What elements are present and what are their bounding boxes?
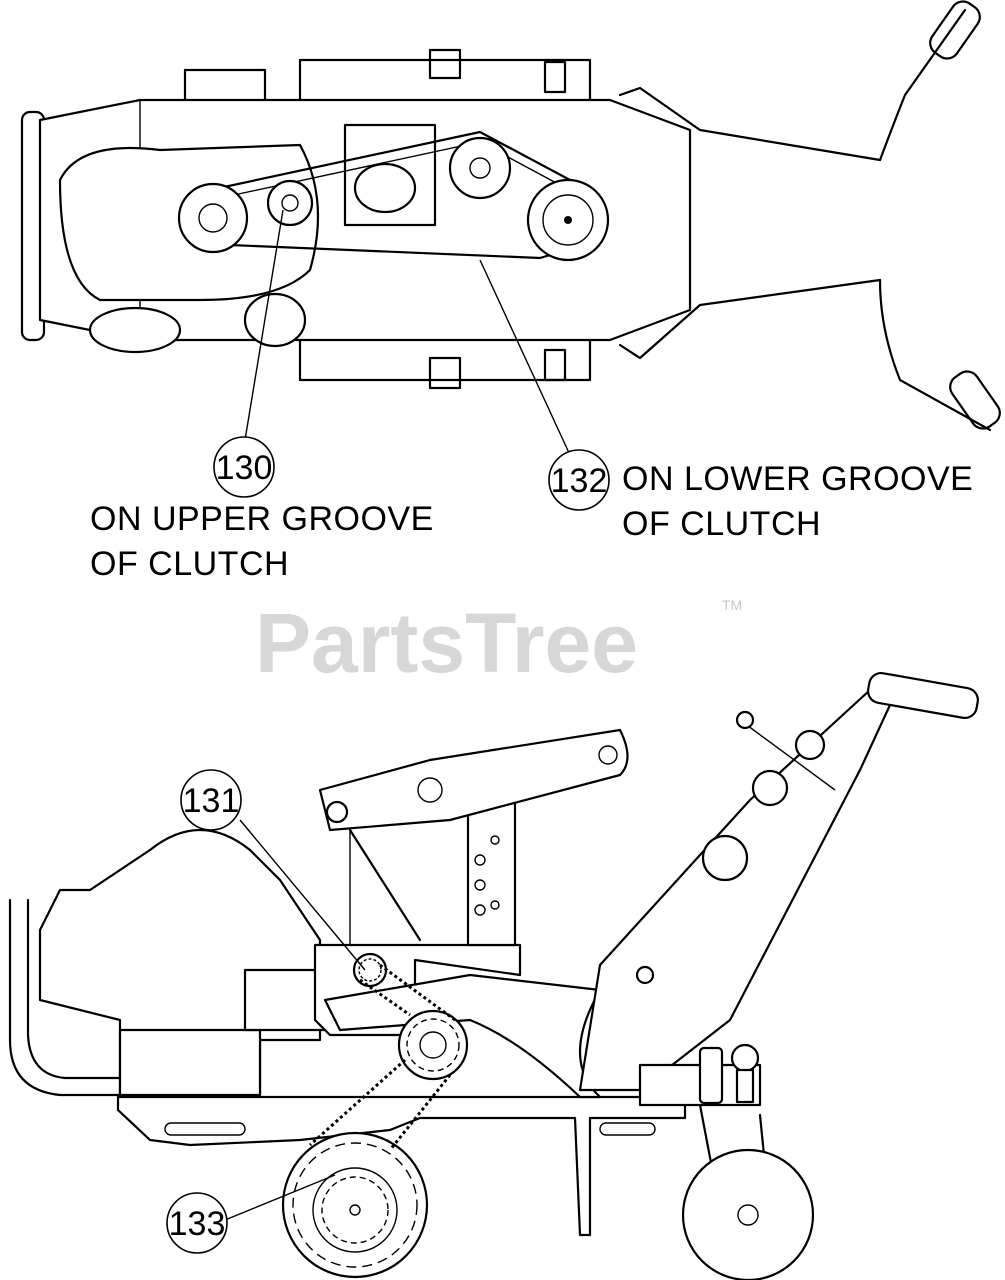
top-view-assembly (20, 0, 1001, 456)
note-upper-groove-line2: OF CLUTCH (90, 545, 289, 583)
side-view-assembly (8, 671, 979, 1280)
note-lower-groove-line2: OF CLUTCH (622, 505, 821, 543)
callout-132[interactable]: 132 (548, 449, 610, 511)
callout-131[interactable]: 131 (180, 769, 242, 831)
note-lower-groove-line1: ON LOWER GROOVE (622, 460, 973, 498)
callout-133[interactable]: 133 (166, 1192, 228, 1254)
callout-132-number: 132 (551, 462, 608, 500)
watermark-text: PartsTree (255, 596, 638, 690)
callout-130[interactable]: 130 (213, 436, 275, 498)
callout-131-number: 131 (183, 782, 240, 820)
callout-133-number: 133 (169, 1205, 226, 1243)
callout-130-number: 130 (216, 449, 273, 487)
note-upper-groove-line1: ON UPPER GROOVE (90, 500, 434, 538)
watermark-trademark: TM (722, 597, 742, 613)
